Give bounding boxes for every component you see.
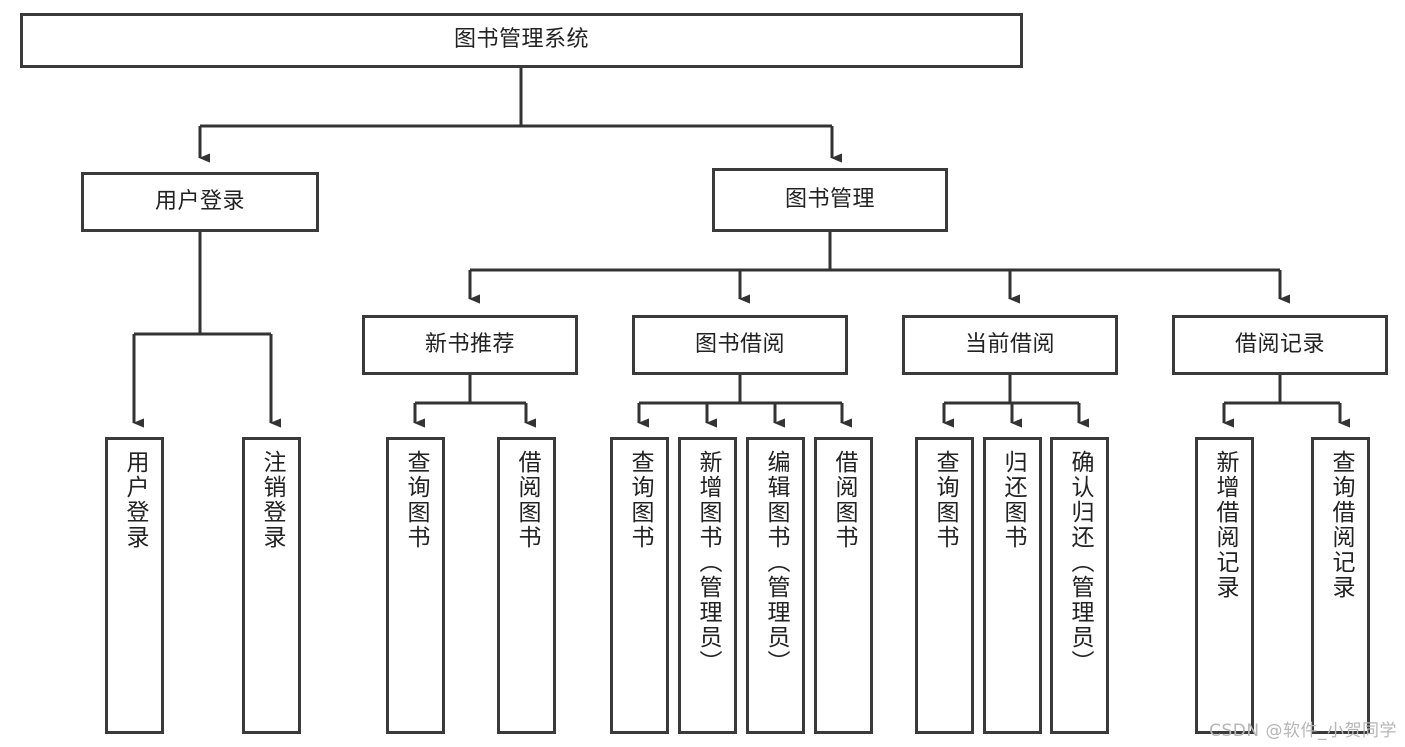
node-leaf-add-record[interactable]: 新增借阅记录 bbox=[1195, 437, 1254, 734]
node-leaf-query-record-label: 查询借阅记录 bbox=[1328, 450, 1354, 600]
node-root[interactable]: 图书管理系统 bbox=[20, 13, 1023, 68]
node-leaf-query-book-3-label: 查询图书 bbox=[932, 450, 958, 550]
node-borrow-record[interactable]: 借阅记录 bbox=[1172, 315, 1388, 375]
node-root-label: 图书管理系统 bbox=[453, 27, 589, 53]
node-leaf-query-book-1[interactable]: 查询图书 bbox=[386, 437, 445, 734]
node-leaf-logout-label: 注销登录 bbox=[259, 450, 285, 550]
node-new-book-recommend[interactable]: 新书推荐 bbox=[362, 315, 578, 375]
node-leaf-add-book[interactable]: 新增图书（管理员） bbox=[678, 437, 737, 734]
node-leaf-confirm-return[interactable]: 确认归还（管理员） bbox=[1050, 437, 1109, 734]
node-book-borrow[interactable]: 图书借阅 bbox=[632, 315, 848, 375]
node-borrow-record-label: 借阅记录 bbox=[1234, 331, 1325, 357]
node-leaf-add-record-label: 新增借阅记录 bbox=[1212, 450, 1238, 600]
node-leaf-edit-book-label: 编辑图书（管理员） bbox=[763, 450, 789, 675]
node-book-management-label: 图书管理 bbox=[784, 186, 875, 212]
node-leaf-query-book-3[interactable]: 查询图书 bbox=[915, 437, 974, 734]
node-leaf-user-login[interactable]: 用户登录 bbox=[105, 437, 164, 734]
node-user-login-label: 用户登录 bbox=[154, 188, 245, 214]
node-book-management[interactable]: 图书管理 bbox=[712, 168, 948, 232]
node-leaf-return-book-label: 归还图书 bbox=[1000, 450, 1026, 550]
node-new-book-recommend-label: 新书推荐 bbox=[424, 331, 515, 357]
node-leaf-confirm-return-label: 确认归还（管理员） bbox=[1067, 450, 1093, 675]
node-leaf-add-book-label: 新增图书（管理员） bbox=[695, 450, 721, 675]
node-leaf-user-login-label: 用户登录 bbox=[122, 450, 148, 550]
node-leaf-borrow-book-1-label: 借阅图书 bbox=[514, 450, 540, 550]
node-current-borrow[interactable]: 当前借阅 bbox=[902, 315, 1118, 375]
node-leaf-borrow-book-1[interactable]: 借阅图书 bbox=[497, 437, 556, 734]
node-current-borrow-label: 当前借阅 bbox=[964, 331, 1055, 357]
node-leaf-query-record[interactable]: 查询借阅记录 bbox=[1311, 437, 1370, 734]
node-leaf-edit-book[interactable]: 编辑图书（管理员） bbox=[746, 437, 805, 734]
watermark: CSDN @软件_小贺同学 bbox=[1209, 721, 1397, 741]
node-leaf-logout[interactable]: 注销登录 bbox=[242, 437, 301, 734]
node-leaf-return-book[interactable]: 归还图书 bbox=[983, 437, 1042, 734]
node-leaf-borrow-book-2-label: 借阅图书 bbox=[831, 450, 857, 550]
node-leaf-query-book-2-label: 查询图书 bbox=[627, 450, 653, 550]
node-leaf-query-book-2[interactable]: 查询图书 bbox=[610, 437, 669, 734]
node-book-borrow-label: 图书借阅 bbox=[694, 331, 785, 357]
node-leaf-query-book-1-label: 查询图书 bbox=[403, 450, 429, 550]
node-leaf-borrow-book-2[interactable]: 借阅图书 bbox=[814, 437, 873, 734]
node-user-login[interactable]: 用户登录 bbox=[81, 172, 319, 232]
